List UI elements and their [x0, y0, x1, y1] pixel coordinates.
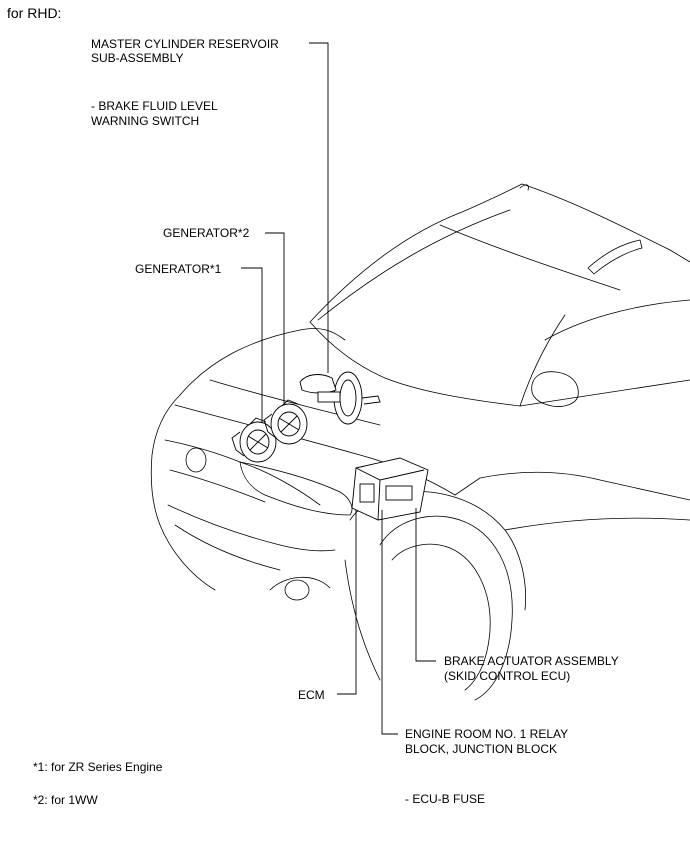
footnote-2: *2: for 1WW — [33, 793, 98, 807]
leader-generator-2 — [265, 232, 285, 405]
generator-1-component — [231, 417, 277, 463]
leader-generator-1 — [241, 267, 263, 423]
label-brake-actuator-line1: BRAKE ACTUATOR ASSEMBLY — [444, 654, 619, 668]
headlight — [239, 461, 353, 516]
beltline — [519, 379, 690, 407]
front-corner-line — [344, 559, 381, 681]
label-ecu-b-fuse: - ECU-B FUSE — [405, 792, 486, 806]
label-generator-1: GENERATOR*1 — [135, 262, 222, 276]
roof-antenna — [519, 184, 529, 191]
roof-line — [309, 183, 523, 323]
bumper-lower-line — [174, 524, 281, 571]
hood-front-edge — [179, 328, 346, 396]
fog-light — [284, 579, 310, 601]
label-engine-room-line2: BLOCK, JUNCTION BLOCK — [405, 742, 558, 756]
fog-light-bezel — [269, 576, 331, 591]
side-window-line — [544, 299, 690, 341]
label-brake-fluid-line1: - BRAKE FLUID LEVEL — [91, 99, 218, 113]
hood-crease — [209, 379, 381, 426]
emblem — [185, 447, 207, 473]
front-bumper-outline — [150, 394, 216, 591]
label-master-cylinder-line1: MASTER CYLINDER RESERVOIR — [91, 37, 279, 51]
label-master-cylinder-line2: SUB-ASSEMBLY — [91, 51, 184, 65]
lower-grille-top — [169, 469, 266, 503]
a-pillar — [519, 314, 566, 407]
front-tyre-outer — [379, 515, 513, 701]
label-engine-room-line1: ENGINE ROOM NO. 1 RELAY — [405, 727, 569, 741]
leader-ecm — [337, 510, 357, 695]
front-tyre-inner — [391, 543, 491, 691]
lower-grille — [167, 504, 336, 552]
generator-2-component — [263, 399, 308, 445]
door-bottom-line — [454, 471, 690, 501]
windshield-top — [317, 209, 511, 321]
windshield-base — [309, 321, 521, 407]
label-brake-fluid-line2: WARNING SWITCH — [91, 114, 200, 128]
hood-cut-line — [174, 404, 456, 496]
relay-block-component — [351, 457, 429, 521]
label-generator-2: GENERATOR*2 — [163, 226, 250, 240]
master-cylinder-component — [299, 371, 381, 425]
label-ecm: ECM — [298, 688, 325, 702]
footnote-1: *1: for ZR Series Engine — [33, 760, 163, 774]
leader-engine-room-relay — [381, 510, 398, 735]
roof-panel-line — [439, 224, 621, 291]
roof-rear-line — [521, 183, 690, 263]
rocker-line — [504, 517, 690, 531]
leader-brake-actuator — [415, 508, 436, 662]
leader-master-cylinder — [309, 42, 329, 373]
roof-rail — [587, 239, 643, 275]
page-heading: for RHD: — [7, 5, 62, 21]
side-mirror — [531, 371, 579, 407]
